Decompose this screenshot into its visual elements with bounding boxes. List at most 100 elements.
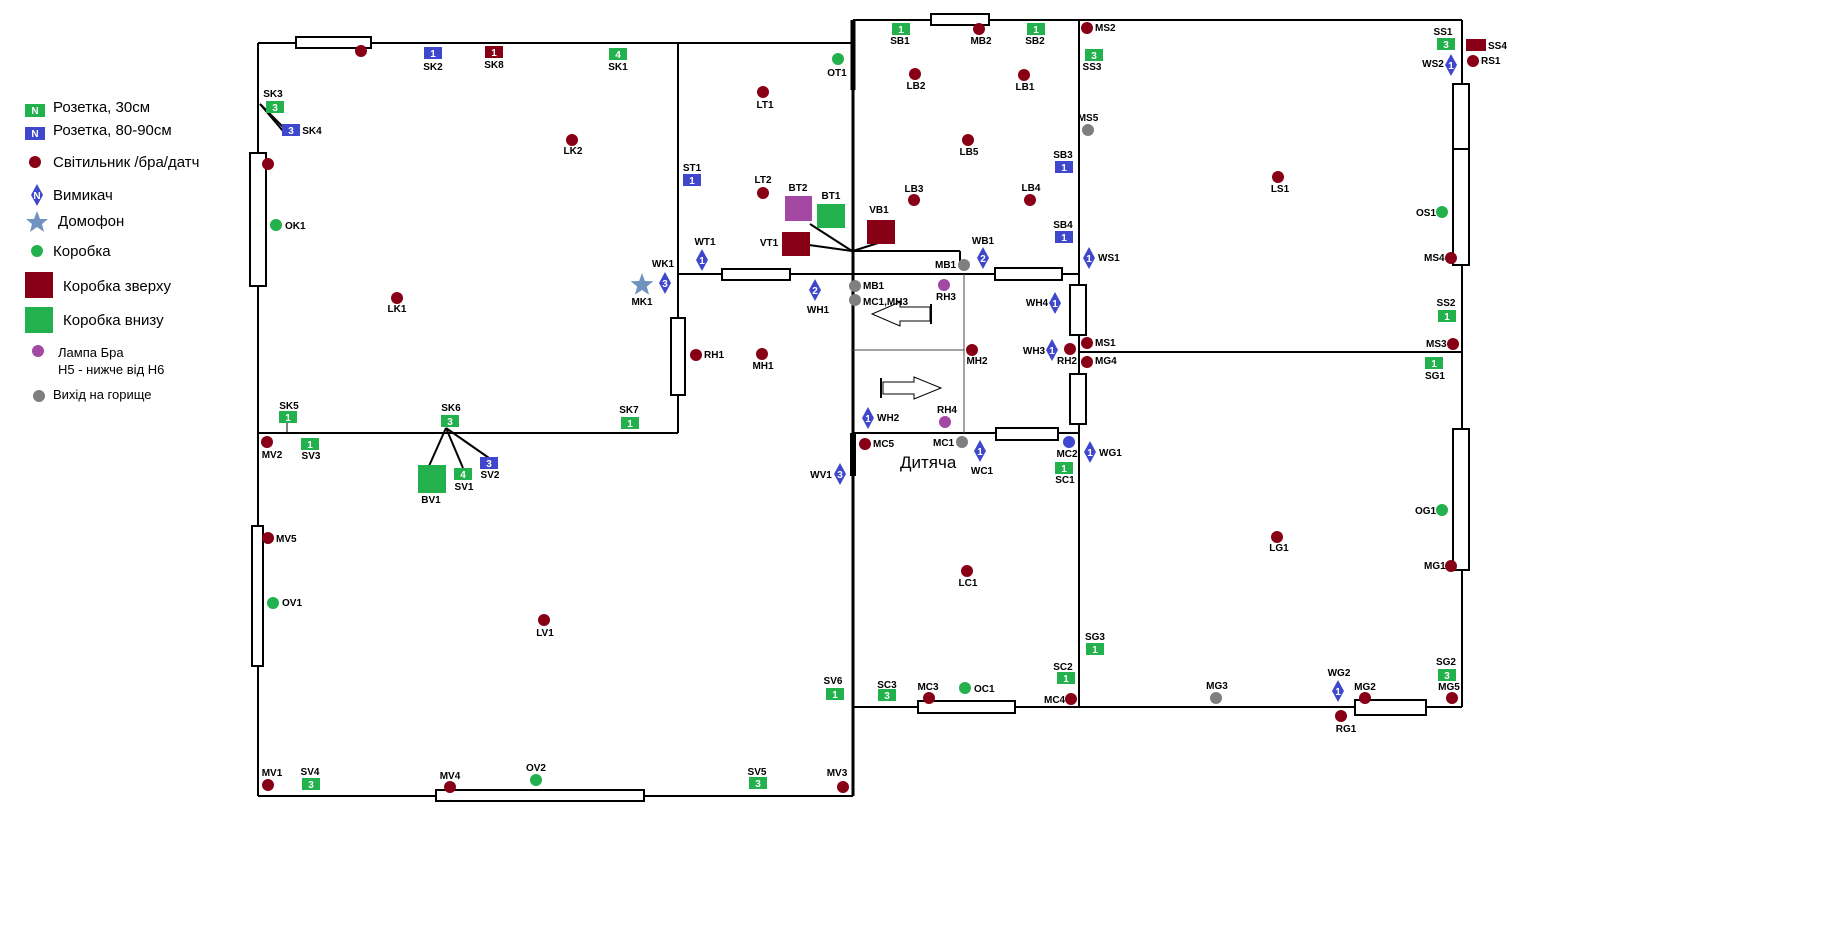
socket-icon <box>1437 38 1455 50</box>
light-lb5 <box>962 134 974 146</box>
legend-socket-30: N Розетка, 30см <box>25 99 150 117</box>
light-lt2 <box>757 187 769 199</box>
window <box>1452 428 1470 571</box>
device-label: SV5 <box>748 767 767 778</box>
legend-intercom-label: Домофон <box>58 213 124 230</box>
device-label: MS4 <box>1424 253 1445 264</box>
box-bottom-bv1 <box>418 465 446 493</box>
socket-count: 3 <box>1443 40 1449 51</box>
socket-icon <box>609 48 627 60</box>
socket-count: 3 <box>884 691 890 702</box>
socket-count: 1 <box>1061 163 1067 174</box>
device-label: SK6 <box>441 403 461 414</box>
device-label: ST1 <box>683 163 702 174</box>
wire <box>445 427 490 459</box>
device-label: BT2 <box>789 183 808 194</box>
switch-wb1: 2 <box>977 247 989 269</box>
socket-sk2: 1 <box>424 47 442 60</box>
switch-ws1: 1 <box>1083 247 1095 269</box>
socket-count: 1 <box>307 440 313 451</box>
switch-count: 1 <box>1448 61 1454 72</box>
light-mv1 <box>262 779 274 791</box>
box-ok1 <box>270 219 282 231</box>
socket-80-symbol: N <box>31 129 38 140</box>
socket-ss2: 1 <box>1438 310 1456 323</box>
device-label: SS1 <box>1434 27 1453 38</box>
device-label: SV6 <box>824 676 843 687</box>
device-label: SC1 <box>1055 475 1075 486</box>
legend-box-bottom-label: Коробка внизу <box>63 312 164 329</box>
window <box>249 152 267 287</box>
socket-sk8: 1 <box>485 46 503 59</box>
wire <box>852 242 879 252</box>
light-mv2 <box>261 436 273 448</box>
arrow-right-icon <box>882 376 943 400</box>
socket-count: 1 <box>285 413 291 424</box>
device-label: OC1 <box>974 684 995 695</box>
device-label: SK1 <box>608 62 628 73</box>
socket-30-symbol: N <box>31 106 38 117</box>
light-ms2 <box>1081 22 1093 34</box>
window <box>295 36 372 49</box>
socket-sk4: 3 <box>282 124 300 137</box>
light-rh2 <box>1064 343 1076 355</box>
wire <box>445 427 464 469</box>
socket-icon <box>424 47 442 59</box>
light-ms3 <box>1447 338 1459 350</box>
attic-exit <box>849 294 861 306</box>
light-mb2 <box>973 23 985 35</box>
intercom-icon <box>630 273 654 295</box>
legend-sconce-note: H5 - нижче від H6 <box>58 362 164 377</box>
socket-sg1: 1 <box>1425 357 1443 370</box>
socket-icon <box>279 411 297 423</box>
socket-sk6: 3 <box>441 415 459 428</box>
socket-count: 4 <box>460 470 466 481</box>
switch-wt1: 1 <box>696 249 708 271</box>
legend-socket-80: N Розетка, 80-90см <box>25 122 172 140</box>
intercom-icon <box>26 211 48 232</box>
device-label: WH2 <box>877 413 900 424</box>
device-label: OV2 <box>526 763 546 774</box>
legend-sconce-label: Лампа Бра <box>58 345 124 360</box>
socket-sb1: 1 <box>892 23 910 36</box>
socket-icon <box>1425 357 1443 369</box>
socket-sk1: 4 <box>609 48 627 61</box>
light-lg1 <box>1271 531 1283 543</box>
socket-icon <box>302 778 320 790</box>
socket-30-icon <box>25 104 45 117</box>
light-lt1 <box>757 86 769 98</box>
device-label: MG1 <box>1424 561 1446 572</box>
socket-sg3: 1 <box>1086 643 1104 656</box>
device-label: BT1 <box>822 191 841 202</box>
socket-icon <box>1057 672 1075 684</box>
marker-mc2 <box>1063 436 1075 448</box>
device-label: LB4 <box>1022 183 1041 194</box>
box-icon <box>31 245 43 257</box>
legend-light-label: Світильник /бра/датч <box>53 154 199 171</box>
switch-wg1: 1 <box>1084 441 1096 463</box>
window <box>1452 83 1470 150</box>
device-label: MG3 <box>1206 681 1228 692</box>
box-ov2 <box>530 774 542 786</box>
device-label: LK1 <box>388 304 407 315</box>
device-label: LB1 <box>1016 82 1035 93</box>
light-lb4 <box>1024 194 1036 206</box>
socket-icon <box>621 417 639 429</box>
lights <box>261 22 1479 793</box>
device-label: SS2 <box>1437 298 1456 309</box>
socket-count: 1 <box>1092 645 1098 656</box>
socket-sv6: 1 <box>826 688 844 701</box>
device-label: SB2 <box>1025 36 1045 47</box>
light-mh1 <box>756 348 768 360</box>
attic-exit <box>849 280 861 292</box>
socket-icon <box>749 777 767 789</box>
device-label: WC1 <box>971 466 994 477</box>
device-label: OV1 <box>282 598 302 609</box>
device-label: SV4 <box>301 767 320 778</box>
device-label: RG1 <box>1336 724 1357 735</box>
legend-box: Коробка <box>31 243 111 260</box>
device-label: MC4 <box>1044 695 1066 706</box>
socket-sb3: 1 <box>1055 161 1073 174</box>
light-mg1 <box>1445 560 1457 572</box>
